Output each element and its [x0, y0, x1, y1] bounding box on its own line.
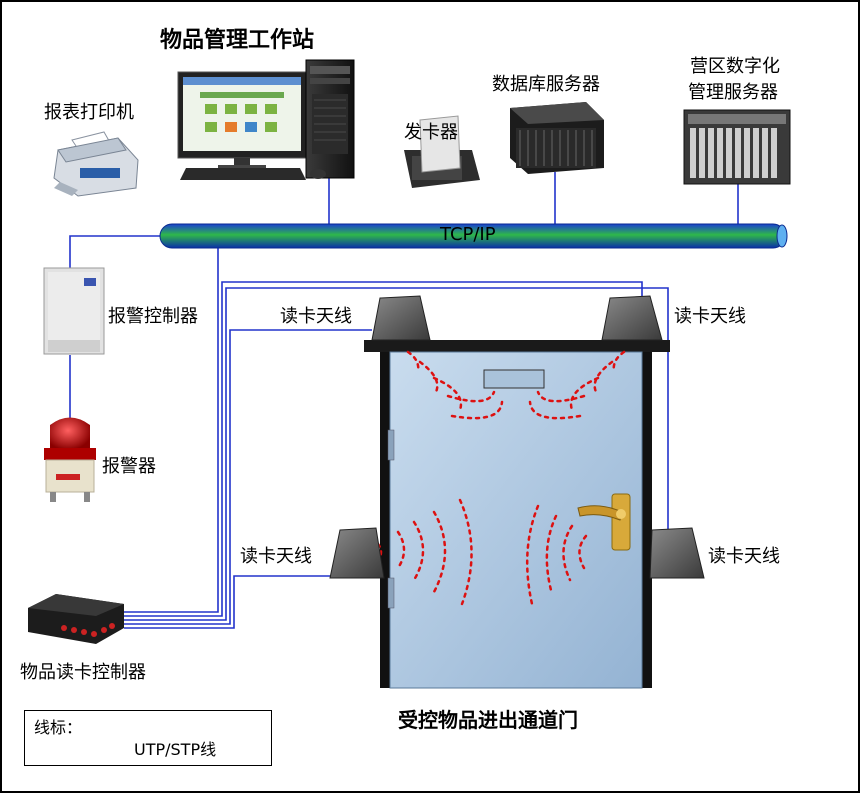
label-alarm-controller: 报警控制器 — [108, 306, 198, 327]
door-graphic — [364, 340, 670, 689]
label-alarm: 报警器 — [102, 456, 156, 477]
label-reader-antenna-top-right: 读卡天线 — [674, 306, 746, 327]
antenna-top-right-icon — [601, 295, 663, 341]
label-reader-antenna-mid-right: 读卡天线 — [708, 546, 780, 567]
label-card-issuer: 发卡器 — [404, 122, 458, 143]
reader-controller-icon — [28, 594, 124, 644]
alarm-lamp-icon — [44, 417, 96, 502]
workstation-tower-icon — [305, 59, 355, 179]
legend-title: 线标： — [34, 718, 83, 737]
camp-server-icon — [683, 109, 791, 185]
workstation-monitor-icon — [177, 71, 307, 180]
antenna-top-left-icon — [371, 295, 431, 341]
antenna-mid-right-icon — [649, 527, 705, 579]
label-reader-controller: 物品读卡控制器 — [20, 662, 146, 683]
antenna-mid-left-icon — [329, 527, 385, 579]
legend-cable-label: UTP/STP线 — [134, 740, 217, 759]
label-workstation: 物品管理工作站 — [160, 28, 315, 53]
rf-waves — [376, 350, 658, 606]
alarm-controller-icon — [43, 267, 105, 355]
label-reader-antenna-mid-left: 读卡天线 — [240, 546, 312, 567]
label-camp-server-line2: 管理服务器 — [688, 82, 778, 103]
label-printer: 报表打印机 — [44, 102, 134, 123]
label-door: 受控物品进出通道门 — [398, 708, 578, 732]
database-server-icon — [510, 102, 604, 174]
card-issuer-icon — [404, 115, 480, 188]
printer-icon — [53, 131, 139, 197]
label-network: TCP/IP — [440, 224, 496, 245]
label-database-server: 数据库服务器 — [492, 74, 600, 95]
label-camp-server-line1: 营区数字化 — [690, 56, 780, 77]
legend — [24, 710, 272, 766]
label-reader-antenna-top-left: 读卡天线 — [280, 306, 352, 327]
door-handle-icon — [577, 493, 631, 551]
tcpip-bus — [159, 223, 788, 249]
